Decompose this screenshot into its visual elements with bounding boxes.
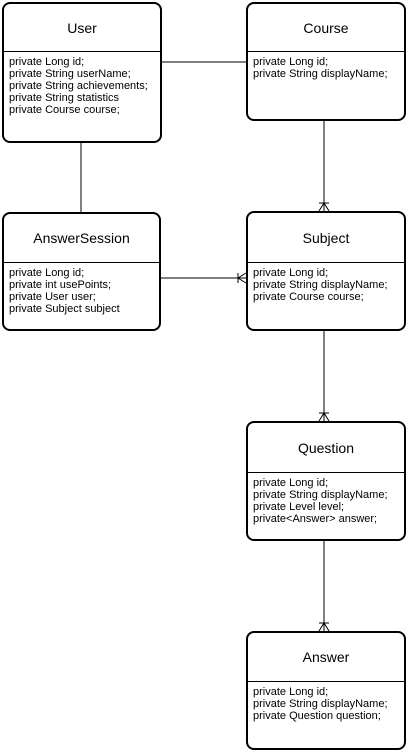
field: private String displayName; <box>253 68 388 80</box>
user-entity-fields: private Long id; private String userName… <box>4 52 160 116</box>
field: private User user; <box>9 291 96 303</box>
field: private String displayName; <box>253 279 388 291</box>
answersession-subject-crowfoot <box>237 272 247 284</box>
answersession-entity-title: AnswerSession <box>4 214 159 263</box>
field: private String displayName; <box>253 698 388 710</box>
field: private int usePoints; <box>9 279 112 291</box>
question-answer-crowfoot <box>318 622 330 632</box>
field: private String userName; <box>9 68 131 80</box>
subject-question-crowfoot <box>318 412 330 422</box>
subject-entity[interactable]: Subject private Long id; private String … <box>246 211 406 331</box>
subject-entity-title: Subject <box>248 213 404 263</box>
course-entity-title: Course <box>248 4 404 52</box>
subject-entity-fields: private Long id; private String displayN… <box>248 263 404 303</box>
answersession-entity-fields: private Long id; private int usePoints; … <box>4 263 159 315</box>
field: private Course course; <box>9 104 120 116</box>
field: private Long id; <box>253 477 329 489</box>
field: private Long id; <box>9 267 85 279</box>
user-entity-title: User <box>4 4 160 52</box>
answer-entity-title: Answer <box>248 633 404 682</box>
field: private<Answer> answer; <box>253 513 378 525</box>
course-entity-fields: private Long id; private String displayN… <box>248 52 404 80</box>
question-entity[interactable]: Question private Long id; private String… <box>246 421 406 541</box>
field: private Question question; <box>253 710 381 722</box>
question-entity-title: Question <box>248 423 404 473</box>
field: private Level level; <box>253 501 345 513</box>
answer-entity-fields: private Long id; private String displayN… <box>248 682 404 722</box>
field: private Long id; <box>253 686 329 698</box>
field: private String statistics <box>9 92 120 104</box>
course-entity[interactable]: Course private Long id; private String d… <box>246 2 406 121</box>
user-entity[interactable]: User private Long id; private String use… <box>2 2 162 143</box>
field: private Long id; <box>253 56 329 68</box>
field: private Long id; <box>9 56 85 68</box>
field: private String achievements; <box>9 80 148 92</box>
field: private Long id; <box>253 267 329 279</box>
question-entity-fields: private Long id; private String displayN… <box>248 473 404 525</box>
field: private String displayName; <box>253 489 388 501</box>
answersession-entity[interactable]: AnswerSession private Long id; private i… <box>2 212 161 331</box>
course-subject-crowfoot <box>318 202 330 212</box>
answer-entity[interactable]: Answer private Long id; private String d… <box>246 631 406 750</box>
field: private Course course; <box>253 291 364 303</box>
field: private Subject subject <box>9 303 120 315</box>
